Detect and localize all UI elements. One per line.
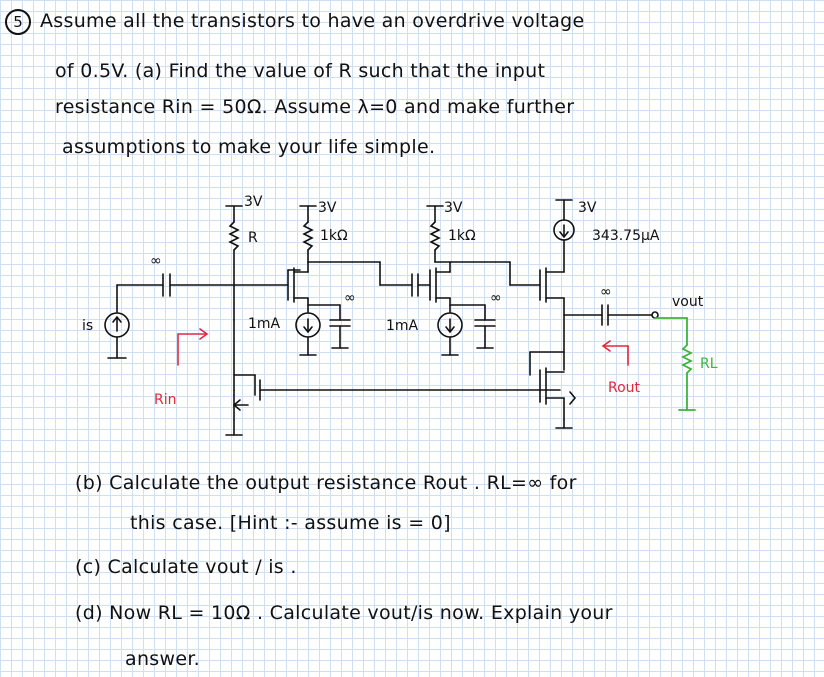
cap3-label: ∞: [490, 290, 502, 306]
question-number: 5: [5, 9, 31, 35]
source1-label: 1mA: [248, 316, 281, 332]
cap4-label: ∞: [600, 284, 612, 300]
rl-label: RL: [700, 356, 718, 372]
cap1-label: ∞: [150, 253, 162, 269]
r-label: R: [248, 230, 258, 246]
problem-line-4: assumptions to make your life simple.: [62, 136, 436, 158]
part-d-line-1: (d) Now RL = 10Ω . Calculate vout/is now…: [75, 602, 613, 624]
source2-label: 1mA: [386, 318, 419, 334]
vdd-label-4: 3V: [578, 200, 597, 216]
vdd-label-2: 3V: [318, 200, 337, 216]
cap2-label: ∞: [344, 290, 356, 306]
vout-label: vout: [672, 294, 704, 310]
part-d-line-2: answer.: [125, 648, 201, 670]
resistance-arrows: [177, 328, 629, 366]
part-b-line-1: (b) Calculate the output resistance Rout…: [75, 472, 577, 494]
problem-line-1: Assume all the transistors to have an ov…: [40, 10, 585, 32]
vdd-label-1: 3V: [244, 194, 263, 210]
rd2-label: 1kΩ: [448, 228, 476, 244]
is-label: is: [82, 318, 93, 334]
rin-label: Rin: [154, 392, 177, 408]
vdd-label-3: 3V: [444, 200, 463, 216]
part-b-line-2: this case. [Hint :- assume is = 0]: [130, 512, 451, 534]
problem-line-3: resistance Rin = 50Ω. Assume λ=0 and mak…: [55, 96, 575, 118]
rd1-label: 1kΩ: [320, 228, 348, 244]
problem-line-2: of 0.5V. (a) Find the value of R such th…: [55, 60, 546, 82]
part-c: (c) Calculate vout / is .: [75, 556, 297, 578]
rout-label: Rout: [608, 380, 641, 396]
load-resistor: [654, 317, 696, 411]
bias-current-label: 343.75µA: [592, 228, 660, 244]
